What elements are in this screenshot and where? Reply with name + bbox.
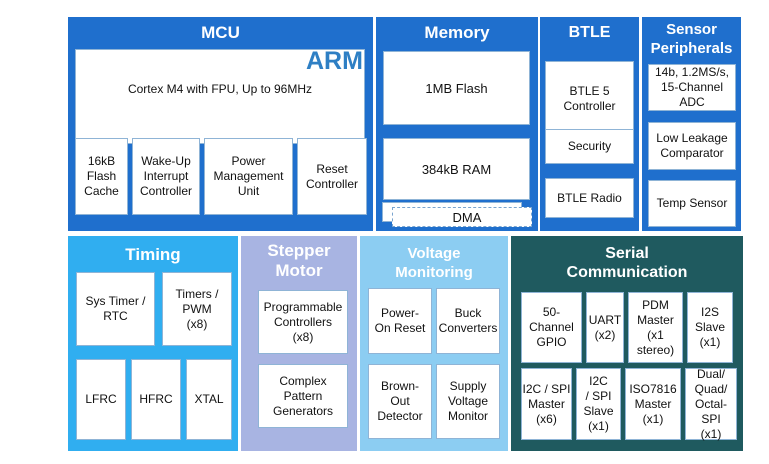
sys-timer-rtc-block: Sys Timer / RTC xyxy=(76,272,155,346)
hfrc-block: HFRC xyxy=(131,359,181,440)
mcu-core-block: Cortex M4 with FPU, Up to 96MHz xyxy=(75,49,365,144)
adc-block: 14b, 1.2MS/s, 15-Channel ADC xyxy=(648,64,736,111)
octal-spi-block: Dual/ Quad/ Octal-SPI (x1) xyxy=(685,367,737,441)
flash-memory-block: 1MB Flash xyxy=(383,51,530,125)
timers-pwm-block: Timers / PWM (x8) xyxy=(162,272,232,346)
sensor-panel: Sensor Peripherals 14b, 1.2MS/s, 15-Chan… xyxy=(642,17,741,231)
complex-pattern-generators-block: Complex Pattern Generators xyxy=(258,364,348,428)
memory-title: Memory xyxy=(424,23,490,42)
i2s-slave-block: I2S Slave (x1) xyxy=(687,292,733,363)
programmable-controllers-block: Programmable Controllers (x8) xyxy=(258,290,348,354)
dma-label: DMA xyxy=(452,209,482,225)
btle-radio-block: BTLE Radio xyxy=(545,178,634,218)
buck-converters-block: Buck Converters xyxy=(436,288,500,354)
mcu-core-label: Cortex M4 with FPU, Up to 96MHz xyxy=(127,82,313,96)
i2c-spi-slave-block: I2C / SPI Slave (x1) xyxy=(576,368,621,440)
supply-voltage-monitor-block: Supply Voltage Monitor xyxy=(436,364,500,439)
stepper-panel: Stepper Motor Programmable Controllers (… xyxy=(241,236,357,451)
voltage-panel: Voltage Monitoring Power- On Reset Buck … xyxy=(360,236,508,451)
timing-title: Timing xyxy=(125,245,181,264)
serial-title: Serial Communication xyxy=(566,245,688,281)
btle-controller-block: BTLE 5 Controller xyxy=(545,61,634,136)
i2c-spi-master-block: I2C / SPI Master (x6) xyxy=(521,368,572,440)
power-management-unit-block: Power Management Unit xyxy=(204,138,293,215)
flash-cache-block: 16kB Flash Cache xyxy=(75,138,128,215)
lfrc-block: LFRC xyxy=(76,359,126,440)
stepper-title: Stepper Motor xyxy=(267,241,331,280)
brown-out-detector-block: Brown- Out Detector xyxy=(368,364,432,439)
uart-block: UART (x2) xyxy=(586,292,624,363)
voltage-title: Voltage Monitoring xyxy=(395,245,473,281)
timing-panel: Timing Sys Timer / RTC Timers / PWM (x8)… xyxy=(68,236,238,451)
reset-controller-block: Reset Controller xyxy=(297,138,367,215)
serial-panel: Serial Communication 50- Channel GPIO UA… xyxy=(511,236,743,451)
sensor-title: Sensor Peripherals xyxy=(650,21,733,57)
power-on-reset-block: Power- On Reset xyxy=(368,288,432,354)
btle-panel: BTLE BTLE 5 Controller Security BTLE Rad… xyxy=(540,17,639,231)
comparator-block: Low Leakage Comparator xyxy=(648,122,736,170)
mcu-panel: MCU Cortex M4 with FPU, Up to 96MHz ARM … xyxy=(68,17,373,231)
gpio-block: 50- Channel GPIO xyxy=(521,292,582,363)
pdm-master-block: PDM Master (x1 stereo) xyxy=(628,292,683,363)
temp-sensor-block: Temp Sensor xyxy=(648,180,736,227)
ram-block: 384kB RAM xyxy=(383,138,530,200)
mcu-title: MCU xyxy=(201,23,240,42)
btle-title: BTLE xyxy=(568,24,611,41)
memory-panel: Memory 1MB Flash 384kB RAM DMA xyxy=(376,17,538,231)
wakeup-interrupt-controller-block: Wake-Up Interrupt Controller xyxy=(132,138,200,215)
dma-block: DMA xyxy=(392,207,532,227)
iso7816-master-block: ISO7816 Master (x1) xyxy=(625,368,681,440)
security-block: Security xyxy=(545,129,634,164)
arm-logo: ARM xyxy=(306,47,363,75)
xtal-block: XTAL xyxy=(186,359,232,440)
